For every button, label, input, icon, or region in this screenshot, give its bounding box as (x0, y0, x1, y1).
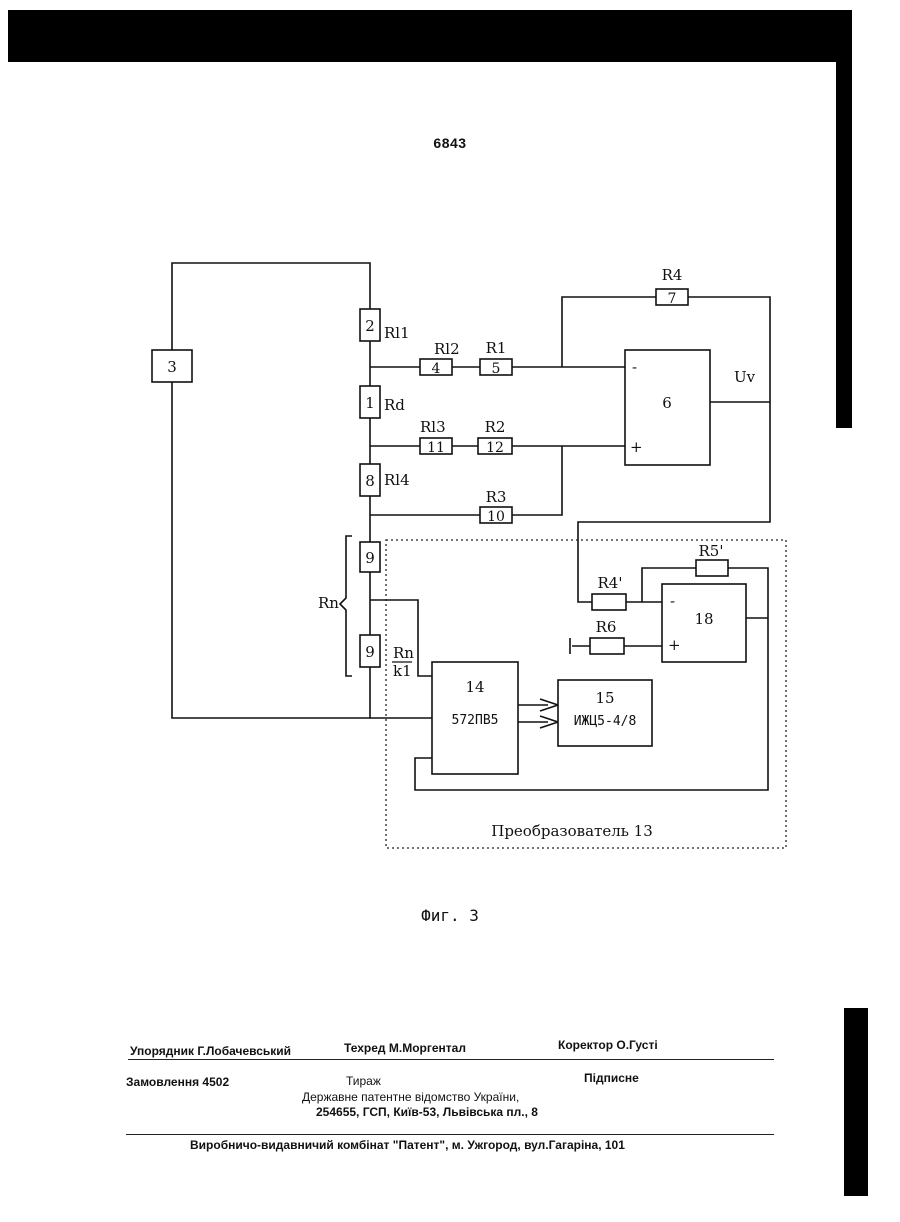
block-8: 8 (360, 464, 380, 496)
block-r6 (590, 638, 624, 654)
block-r5p (696, 560, 728, 576)
rn-brace (340, 536, 352, 676)
imprint-corrector: Коректор О.Густі (558, 1038, 658, 1052)
block-14-adc: 14 572ПВ5 (432, 662, 518, 774)
figure-caption: Фиг. 3 (390, 906, 510, 925)
block-9-upper: 9 (360, 542, 380, 572)
scan-edge-right-lower (844, 1008, 868, 1196)
block-7: 7 (656, 289, 688, 307)
svg-text:12: 12 (486, 440, 504, 456)
label-rl3: Rl3 (420, 418, 446, 436)
svg-text:ИЖЦ5-4/8: ИЖЦ5-4/8 (574, 714, 637, 729)
svg-text:7: 7 (668, 291, 677, 307)
label-r3: R3 (486, 488, 507, 506)
label-rd: Rd (384, 396, 405, 414)
label-rl1: Rl1 (384, 324, 410, 342)
imprint-rule-top (128, 1059, 774, 1060)
imprint-rule-bottom (126, 1134, 774, 1135)
block-5: 5 (480, 359, 512, 377)
svg-text:11: 11 (427, 440, 445, 456)
imprint-circulation: Тираж (346, 1074, 381, 1088)
svg-text:10: 10 (487, 509, 505, 525)
block-r4p (592, 594, 626, 610)
svg-text:+: + (630, 438, 643, 456)
imprint-order: Замовлення 4502 (126, 1075, 229, 1089)
block-2: 2 (360, 309, 380, 341)
svg-text:1: 1 (365, 394, 375, 412)
label-r1: R1 (486, 339, 507, 357)
wire-adc-display (518, 705, 548, 722)
label-rn: Rn (318, 594, 339, 612)
label-r4-prime: R4' (598, 574, 623, 592)
label-rn-k1-num: Rn (393, 644, 414, 662)
block-12: 12 (478, 438, 512, 456)
label-rn-k1-den: k1 (393, 662, 412, 680)
block-4: 4 (420, 359, 452, 377)
block-11: 11 (420, 438, 452, 456)
block-9-lower: 9 (360, 635, 380, 667)
block-6-opamp: 6 - + (625, 350, 710, 465)
svg-text:5: 5 (492, 361, 501, 377)
block-15-display: 15 ИЖЦ5-4/8 (558, 680, 652, 746)
svg-text:+: + (668, 636, 681, 654)
wire-outer-loop (172, 263, 370, 718)
circuit-diagram: 3 2 1 8 9 9 4 5 11 12 10 7 (0, 0, 900, 900)
svg-text:2: 2 (365, 317, 375, 335)
imprint-office-line2: 254655, ГСП, Київ-53, Львівська пл., 8 (316, 1105, 538, 1119)
label-r2: R2 (485, 418, 506, 436)
svg-text:15: 15 (595, 689, 614, 707)
block-1: 1 (360, 386, 380, 418)
svg-text:9: 9 (365, 643, 375, 661)
wire-arrows (540, 699, 558, 728)
svg-text:4: 4 (432, 361, 441, 377)
imprint-compiler: Упорядник Г.Лобачевський (130, 1044, 291, 1058)
block-3: 3 (152, 350, 192, 382)
svg-text:-: - (670, 592, 675, 610)
svg-text:18: 18 (694, 610, 713, 628)
block-10: 10 (480, 507, 512, 525)
label-r6: R6 (596, 618, 617, 636)
label-uv: Uv (734, 368, 756, 386)
svg-text:9: 9 (365, 549, 375, 567)
label-r4: R4 (662, 266, 683, 284)
svg-text:14: 14 (465, 678, 484, 696)
imprint-office-line1: Державне патентне відомство України, (302, 1090, 519, 1104)
converter-label: Преобразователь 13 (491, 822, 653, 840)
svg-text:572ПВ5: 572ПВ5 (452, 713, 499, 728)
label-r5-prime: R5' (699, 542, 724, 560)
svg-text:3: 3 (167, 358, 177, 376)
label-rl2: Rl2 (434, 340, 460, 358)
svg-text:-: - (632, 358, 637, 376)
label-rl4: Rl4 (384, 471, 410, 489)
imprint-subscription: Підписне (584, 1071, 639, 1085)
imprint-techred: Техред М.Моргентал (344, 1041, 466, 1055)
svg-text:6: 6 (662, 394, 672, 412)
imprint-publisher: Виробничо-видавничий комбінат "Патент", … (190, 1138, 625, 1152)
block-18-opamp: 18 - + (662, 584, 746, 662)
svg-text:8: 8 (365, 472, 375, 490)
